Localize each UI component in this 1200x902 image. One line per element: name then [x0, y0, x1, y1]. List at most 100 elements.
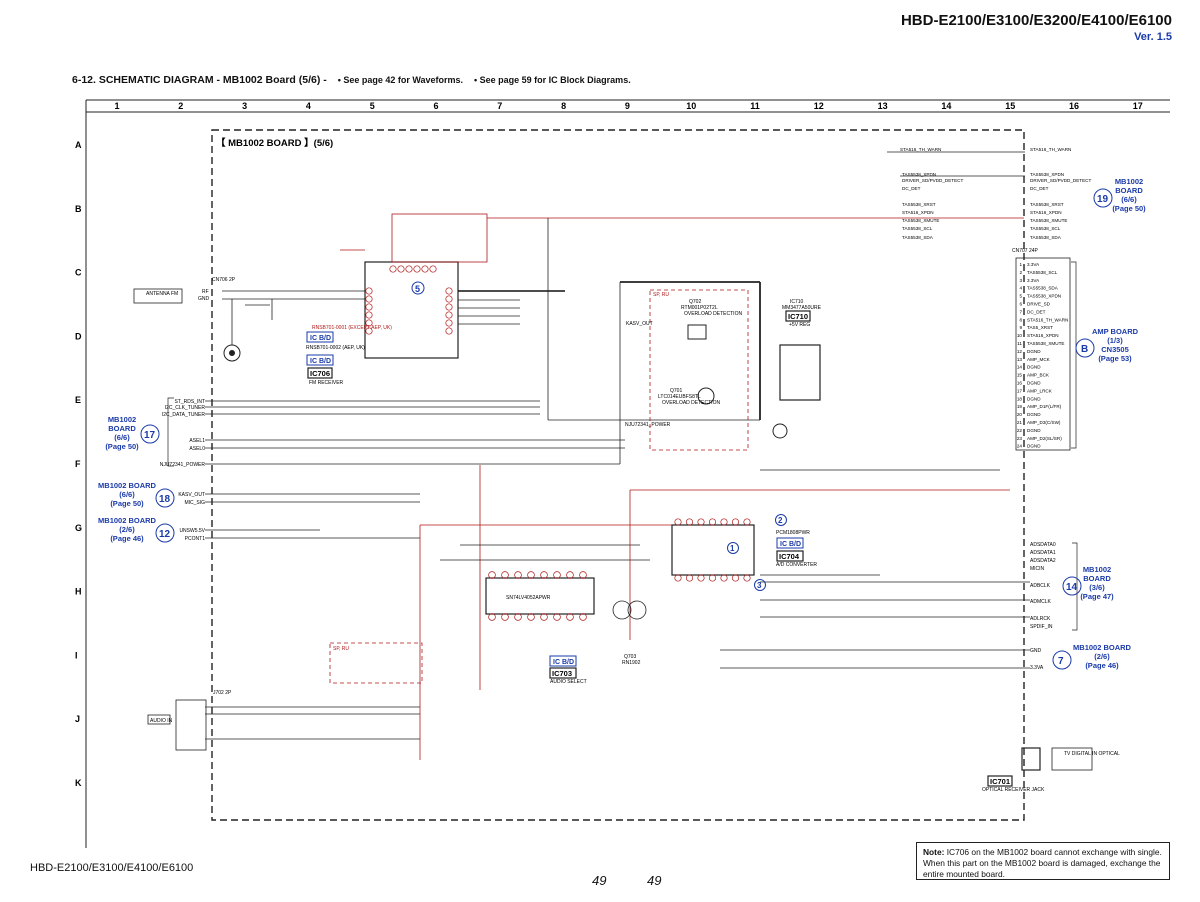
- left-signal-label: I2C_CLK_TUNER: [165, 405, 206, 411]
- cn707-pin-signal: TAS5538_SCL: [1027, 270, 1058, 275]
- grid-row-label: A: [75, 140, 82, 150]
- ic704-pin: [731, 518, 740, 526]
- ic704-pin: [743, 518, 751, 526]
- ic706-partno-except: RNSB701-0001 (EXCEPT AEP, UK): [312, 325, 392, 331]
- title-main: 6-12. SCHEMATIC DIAGRAM - MB1002 Board (…: [72, 74, 327, 86]
- ic706-ref: IC706: [310, 369, 330, 378]
- ic706-index-number: 5: [415, 284, 420, 294]
- ic706-pin: [365, 303, 373, 311]
- ref-B-circle: [1075, 338, 1095, 358]
- cn707-pin-signal: AMP_D2(SL/SR): [1027, 436, 1062, 441]
- ic706-partno-aep: RNSB701-0002 (AEP, UK): [306, 345, 365, 351]
- cn707-pin-signal: DRIVE_SD: [1027, 302, 1051, 307]
- right-signal-labels-14: ADSDATA0ADSDATA1ADSDATA2MICINADBCLKADMCL…: [1030, 542, 1056, 630]
- note-text: IC706 on the MB1002 board cannot exchang…: [923, 847, 1162, 879]
- grid-row-label: G: [75, 523, 82, 533]
- q701-ref: Q701: [670, 388, 682, 394]
- left-signal-label: I2C_DATA_TUNER: [162, 412, 206, 418]
- ref-B-text: AMP BOARD(1/3)CN3505(Page 53): [1092, 327, 1139, 363]
- ref-19-number: 19: [1097, 194, 1109, 205]
- ic704-marker-3: [754, 579, 766, 591]
- ic706-pin: [445, 303, 453, 311]
- ic703-pin: [488, 571, 496, 579]
- ref-12-number: 12: [159, 529, 171, 540]
- grid-column-label: 1: [114, 101, 119, 111]
- left-signal-label: NJU72341_POWER: [160, 462, 206, 468]
- ic703-pin: [540, 571, 548, 579]
- grid-column-label: 8: [561, 101, 566, 111]
- sp-ru-box-2: [329, 642, 423, 684]
- left-signal-label: ASEL0: [189, 446, 205, 452]
- left-bus-18-12: [205, 493, 420, 740]
- top-right-signal: TAS5538_XMUTE: [1030, 218, 1067, 223]
- grid-row-label: I: [75, 650, 78, 660]
- top-right-signal-left: STA516_TH_WARN: [900, 147, 941, 152]
- cn707-pin-number: 20: [1017, 412, 1023, 417]
- ic706-pin: [365, 295, 373, 303]
- cn707-pin-number: 19: [1017, 404, 1023, 409]
- antenna-ref: CN706 2P: [212, 277, 236, 283]
- cn707-pin-number: 15: [1017, 373, 1023, 378]
- ic704-marker-2: [775, 514, 787, 526]
- grid-column-label: 11: [750, 101, 760, 111]
- tv-input-label: TV DIGITAL IN OPTICAL: [1064, 751, 1120, 757]
- top-right-bus: [887, 151, 1025, 177]
- ref-text-line: (6/6): [1121, 195, 1137, 204]
- title-note-block-diagrams: • See page 59 for IC Block Diagrams.: [473, 75, 631, 85]
- ic704-pin: [685, 574, 694, 582]
- right-signal-label: 3.3VA: [1030, 665, 1044, 671]
- ref-7-number: 7: [1058, 656, 1064, 667]
- ic703-pin: [579, 571, 587, 579]
- ref-text-line: BOARD: [108, 424, 136, 433]
- ref-text-line: CN3505: [1101, 345, 1129, 354]
- ic703-pin: [501, 613, 509, 621]
- cn707-pin-signal: AMP_D1F(L/FR): [1027, 404, 1062, 409]
- ic703-pin: [566, 613, 574, 621]
- kasv-out-label: KASV_OUT: [626, 321, 653, 327]
- right-signal-label: ADSDATA1: [1030, 550, 1056, 556]
- cn707-pin-number: 8: [1019, 317, 1022, 322]
- grid-column-label: 7: [497, 101, 502, 111]
- ic706-pin: [365, 287, 373, 295]
- ic706-pin: [365, 319, 373, 327]
- audio-in-jack: [175, 699, 207, 751]
- grid-column-label: 9: [625, 101, 630, 111]
- q703-transistor-a: [612, 600, 632, 620]
- ref-14-bracket: [1072, 542, 1078, 631]
- ic706-pin: [405, 265, 413, 273]
- q702-ref: Q702: [689, 299, 701, 305]
- ref-text-line: (Page 47): [1080, 592, 1114, 601]
- left-signal-label: KASV_OUT: [178, 492, 205, 498]
- ic703-pin: [514, 613, 522, 621]
- top-right-signal-left: STA516_XPDN: [902, 210, 934, 215]
- cn707-pin-number: 1: [1019, 262, 1022, 267]
- cn707-pin-number: 5: [1019, 294, 1022, 299]
- ic703-pin: [527, 571, 535, 579]
- top-right-signal: STA516_XPDN: [1030, 210, 1062, 215]
- ic710-body: [779, 344, 821, 401]
- left-signal-label: PCONT1: [185, 536, 206, 542]
- ref-17-bracket: [167, 397, 174, 467]
- left-signal-label: MIC_SIG: [184, 500, 205, 506]
- grid-row-label: H: [75, 587, 82, 597]
- audio-in-box: [147, 714, 171, 725]
- ic706-pin: [429, 265, 437, 273]
- ref-text-line: (2/6): [1094, 652, 1110, 661]
- sp-ru-label-1: SP, RU: [653, 292, 669, 298]
- ic706-pin: [397, 265, 405, 273]
- ic703-pin: [488, 613, 496, 621]
- ref-text-line: AMP BOARD: [1092, 327, 1139, 336]
- left-signal-labels-17: ST_RDS_INTI2C_CLK_TUNERI2C_DATA_TUNERASE…: [160, 399, 206, 468]
- q702-body: [687, 324, 707, 340]
- cn707-pin-signal: DGND: [1027, 396, 1041, 401]
- grid-column-label: 6: [433, 101, 438, 111]
- ic706-index-circle: [411, 281, 425, 295]
- right-signal-label: ADMCLK: [1030, 599, 1052, 605]
- ic703-pin: [566, 571, 574, 579]
- ic704-marker-1: [727, 542, 739, 554]
- audio-in-label: AUDIO IN: [150, 718, 173, 724]
- ref-text-line: (6/6): [119, 490, 135, 499]
- cn707-pin-signal: STA516_XPDN: [1027, 333, 1059, 338]
